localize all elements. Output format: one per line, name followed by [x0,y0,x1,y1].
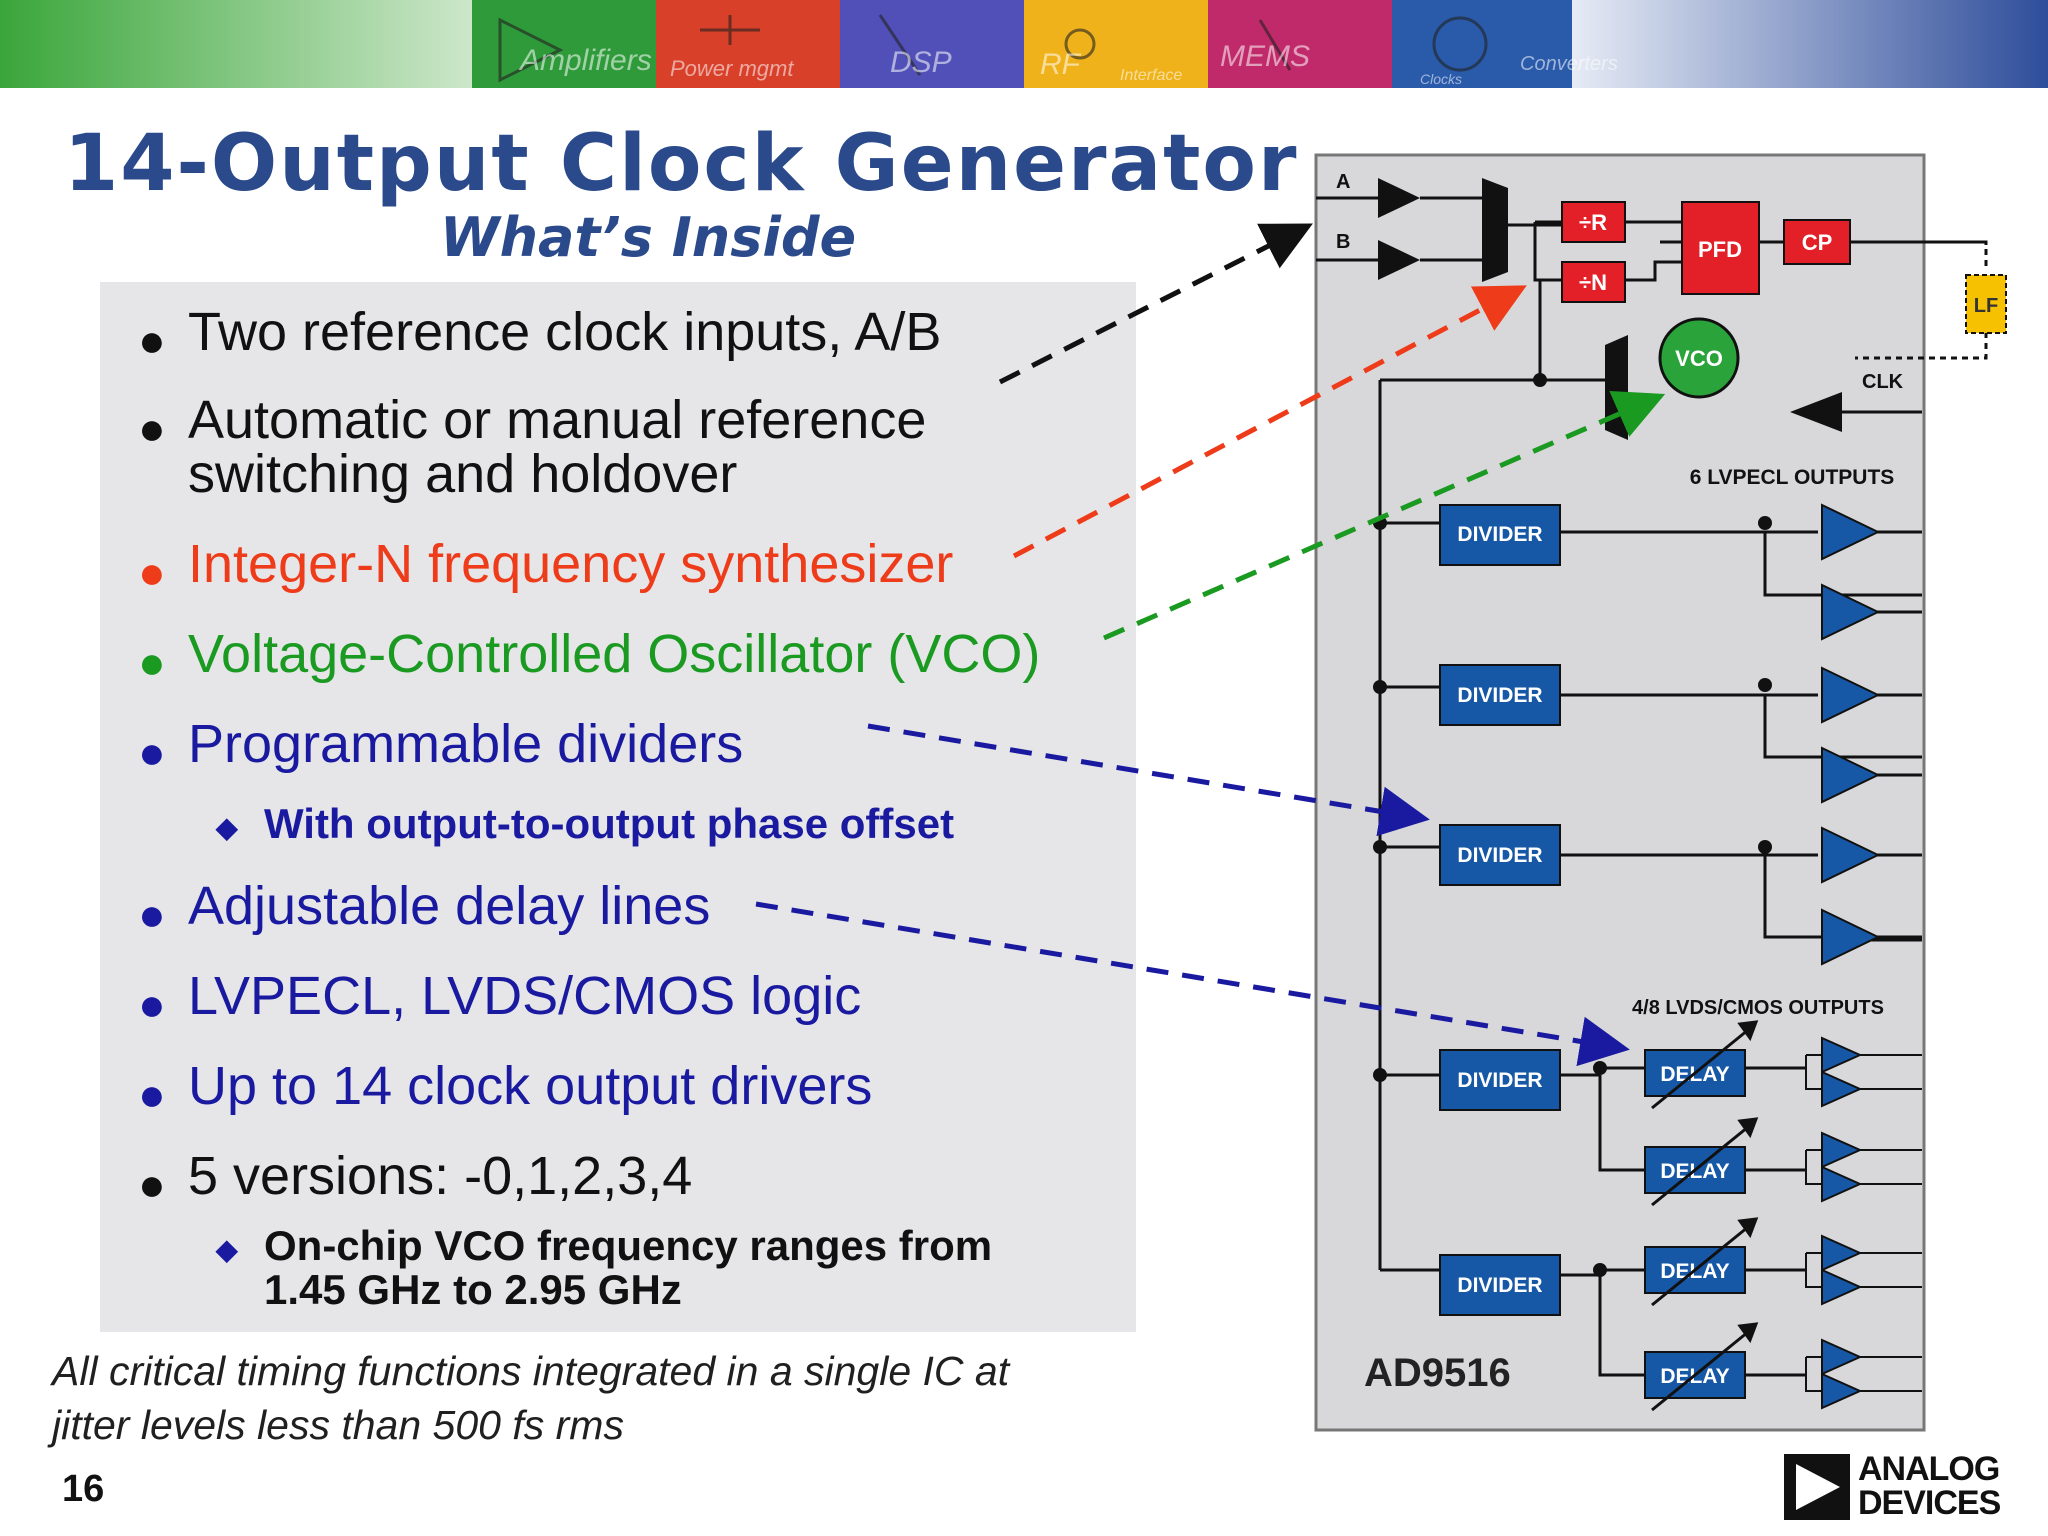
lvpecl-driver-icon-5 [1821,826,1881,884]
slide-title: 14-Output Clock Generator [64,119,1299,209]
banner-label-dsp: DSP [890,46,952,79]
input-buffer-b-icon [1378,240,1420,280]
divider-label-2: DIVIDER [1457,684,1542,707]
logo-line2: DEVICES [1858,1484,2001,1522]
lvpecl-driver-icon-1 [1821,503,1881,561]
bullet-text-continued: switching and holdover [188,444,738,504]
bullet-text: Programmable dividers [188,714,744,774]
footnote-line1: All critical timing functions integrated… [52,1348,1010,1394]
chip-name-label: AD9516 [1364,1351,1511,1395]
bullet-text: Voltage-Controlled Oscillator (VCO) [188,624,1041,684]
subbullet-text: On-chip VCO frequency ranges from [264,1222,993,1269]
lvds-outputs-label: 4/8 LVDS/CMOS OUTPUTS [1632,997,1884,1019]
bullet-dot: ● [138,888,166,940]
banner-label-interface: Interface [1120,67,1182,84]
subbullet-text-continued: 1.45 GHz to 2.95 GHz [264,1266,682,1313]
banner-label-mems: MEMS [1220,40,1310,73]
subbullet-diamond: ◆ [216,812,238,843]
chip-body [1314,153,1926,1432]
input-b-label: B [1336,231,1350,253]
bullet-dot: ● [138,636,166,688]
divider-block-1 [1439,504,1561,566]
input-a-label: A [1336,171,1350,193]
input-buffer-a-icon [1378,178,1420,218]
bullet-dot: ● [138,1068,166,1120]
delay-block-4 [1644,1351,1746,1399]
loop-filter-wire [1850,240,1988,360]
divider-label-1: DIVIDER [1457,523,1542,546]
lvpecl-driver-icon-2 [1821,583,1881,641]
pfd-block [1681,201,1760,295]
banner-label-power: Power mgmt [670,56,794,81]
logo-wordmark: ANALOG DEVICES [1858,1450,2001,1522]
logo-triangle-icon [1784,1454,1850,1520]
delay-label-2: DELAY [1660,1160,1729,1183]
n-divider-label: ÷N [1579,270,1607,295]
clock-mux-icon [1605,335,1628,440]
divider-label-4: DIVIDER [1457,1069,1542,1092]
loop-filter-block [1965,274,2007,334]
bullet-text: Adjustable delay lines [188,876,711,936]
vco-block [1658,317,1740,399]
bullet-text: Two reference clock inputs, A/B [188,302,942,362]
bullet-text: Up to 14 clock output drivers [188,1056,873,1116]
lvpecl-outputs-label: 6 LVPECL OUTPUTS [1690,466,1895,489]
bullet-dot: ● [138,726,166,778]
bullet-dot: ● [138,402,166,454]
subbullet-text: With output-to-output phase offset [264,800,955,847]
r-divider-label: ÷R [1579,210,1607,235]
delay-label-3: DELAY [1660,1260,1729,1283]
lvpecl-driver-icon-6 [1821,908,1881,966]
bullet-dot: ● [138,978,166,1030]
vco-label: VCO [1675,346,1723,371]
banner-label-rf: RF [1040,48,1082,81]
divider-label-3: DIVIDER [1457,844,1542,867]
divider-block-4 [1439,1049,1561,1111]
bullet-text: LVPECL, LVDS/CMOS logic [188,966,862,1026]
delay-label-1: DELAY [1660,1063,1729,1086]
r-divider-block [1561,201,1626,243]
divider-block-5 [1439,1254,1561,1316]
bullet-dot: ● [138,314,166,366]
bullet-dot: ● [138,1158,166,1210]
input-mux-icon [1482,178,1508,282]
cp-label: CP [1802,230,1833,255]
loop-filter-label: LF [1974,295,1998,317]
clk-input-buffer-icon [1790,392,1842,432]
footnote-line2: jitter levels less than 500 fs rms [52,1402,624,1448]
delay-block-1 [1644,1049,1746,1097]
page-number: 16 [62,1468,105,1510]
lvpecl-driver-icon-3 [1821,666,1881,724]
divider-block-3 [1439,824,1561,886]
slide-subtitle: What’s Inside [440,206,857,269]
cp-block [1783,219,1851,265]
bullet-text: 5 versions: -0,1,2,3,4 [188,1146,693,1206]
lvpecl-driver-icon-4 [1821,746,1881,804]
logo-line1: ANALOG [1858,1450,2000,1488]
bullet-dot: ● [138,546,166,598]
footnote: All critical timing functions integrated… [52,1344,1152,1452]
divider-label-5: DIVIDER [1457,1274,1542,1297]
analog-devices-logo: ANALOG DEVICES [1784,1452,2001,1522]
pfd-label: PFD [1698,237,1742,262]
bullet-text: Integer-N frequency synthesizer [188,534,954,594]
n-divider-block [1561,261,1626,303]
delay-block-2 [1644,1146,1746,1194]
subbullet-diamond: ◆ [216,1234,238,1265]
top-banner: Amplifiers Power mgmt DSP RF Interface M… [0,0,2048,88]
divider-block-2 [1439,664,1561,726]
pointer-arrow-vco [1103,391,1666,641]
bullet-panel: ● Two reference clock inputs, A/B ● Auto… [100,282,1136,1332]
clk-label: CLK [1862,371,1904,393]
delay-label-4: DELAY [1660,1365,1729,1388]
banner-label-clocks: Clocks [1420,71,1462,87]
delay-block-3 [1644,1246,1746,1294]
bullet-text: Automatic or manual reference [188,390,927,450]
banner-label-converters: Converters [1520,53,1618,75]
banner-label-amplifiers: Amplifiers [518,44,652,77]
